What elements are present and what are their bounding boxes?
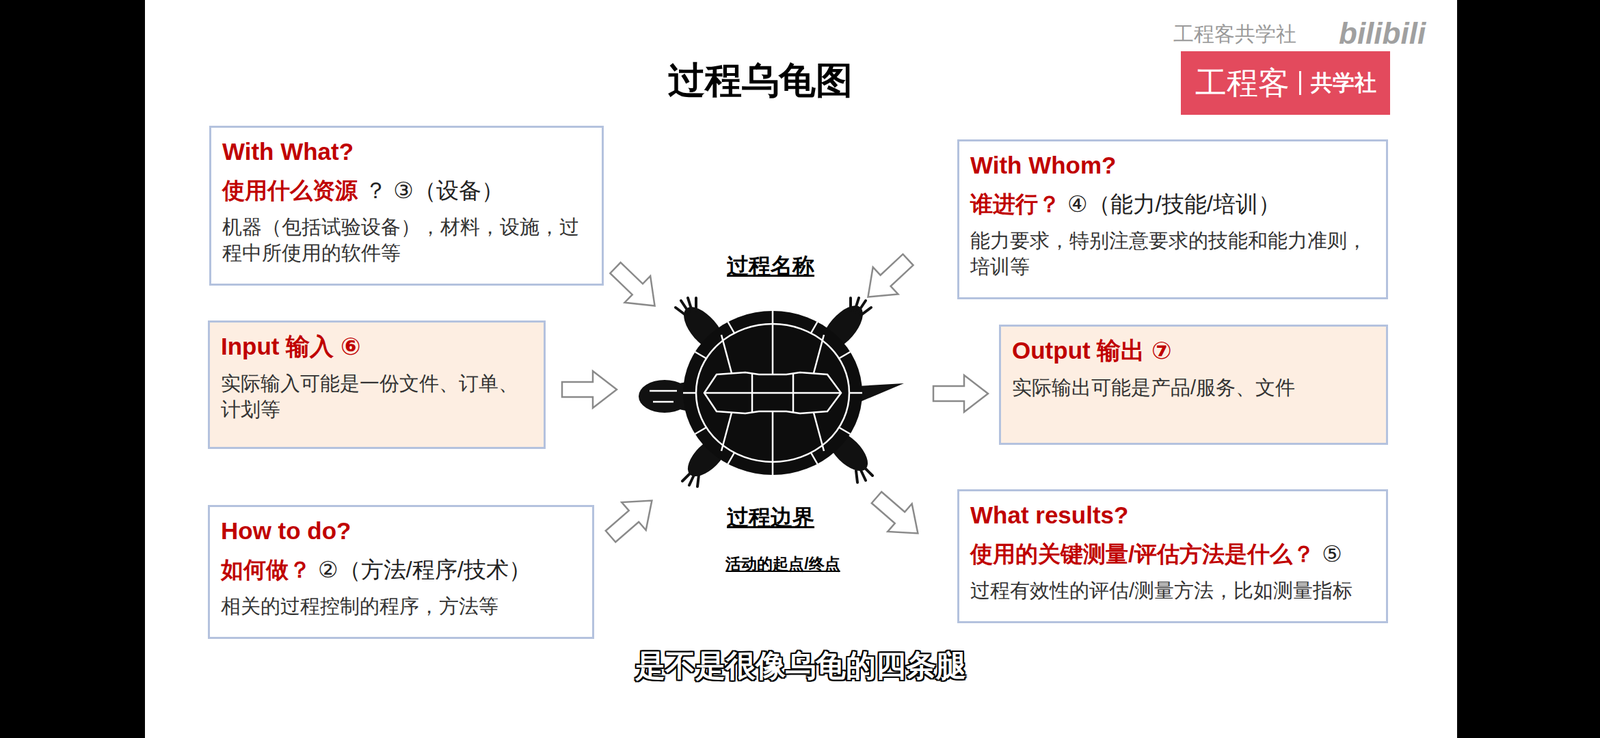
center-label: 过程名称	[726, 251, 815, 282]
box-text: 相关的过程控制的程序，方法等	[220, 595, 499, 618]
center-label: 过程边界	[726, 503, 815, 534]
box-text: 能力要求，特别注意要求的技能和能力准则，培训等	[970, 229, 1367, 278]
output-box: Output 输出 ⑦ 实际输出可能是产品/服务、文件	[998, 324, 1389, 446]
text-row: Input 输入 ⑥	[220, 330, 533, 363]
method-box: How to do? 如何做？②（方法/程序/技术） 相关的过程控制的程序，方法等	[207, 505, 595, 640]
video-subtitle: 是不是很像乌龟的四条腿	[635, 646, 967, 687]
box-text: ②（方法/程序/技术）	[317, 557, 532, 583]
text-row: 机器（包括试验设备），材料，设施，过程中所使用的软件等	[222, 214, 591, 267]
text-row: 使用的关键测量/评估方法是什么？⑤	[970, 539, 1376, 570]
box-text: ⑤	[1321, 541, 1343, 567]
box-text: 过程有效性的评估/测量方法，比如测量指标	[970, 579, 1353, 602]
measure-box: What results? 使用的关键测量/评估方法是什么？⑤ 过程有效性的评估/测…	[957, 489, 1389, 624]
box-text: Input 输入 ⑥	[220, 332, 362, 360]
block-arrow	[933, 375, 989, 413]
input-box: Input 输入 ⑥ 实际输入可能是一份文件、订单、计划等	[207, 320, 546, 450]
text-row: 过程有效性的评估/测量方法，比如测量指标	[970, 577, 1376, 604]
box-text: 谁进行？	[970, 191, 1061, 217]
box-text: 机器（包括试验设备），材料，设施，过程中所使用的软件等	[222, 216, 580, 264]
block-arrows	[562, 246, 989, 551]
text-row: 使用什么资源？ ③（设备）	[222, 175, 591, 206]
box-text: With Whom?	[970, 151, 1117, 179]
text-row: With What?	[222, 136, 591, 168]
text-row: 相关的过程控制的程序，方法等	[220, 593, 582, 620]
box-text: With What?	[222, 138, 354, 165]
box-text: 实际输入可能是一份文件、订单、计划等	[220, 372, 519, 421]
text-row: Output 输出 ⑦	[1011, 335, 1376, 367]
box-text: Output 输出 ⑦	[1011, 337, 1172, 364]
turtle	[638, 298, 904, 487]
block-arrow	[602, 255, 668, 320]
platform-logo: bilibili	[1338, 16, 1426, 51]
text-row: 工程客共学社	[1195, 65, 1377, 101]
box-text: 使用什么资源	[222, 177, 358, 204]
text-row: 实际输入可能是一份文件、订单、计划等	[220, 370, 533, 424]
box-text: 共学社	[1299, 71, 1377, 96]
box-text: 工程客	[1195, 65, 1290, 101]
text-row: How to do?	[220, 515, 582, 548]
text-row: 能力要求，特别注意要求的技能和能力准则，培训等	[970, 227, 1376, 281]
resource-box: With What? 使用什么资源？ ③（设备） 机器（包括试验设备），材料，设施，…	[209, 125, 604, 286]
box-text: 如何做？	[220, 557, 312, 583]
text-row: 如何做？②（方法/程序/技术）	[220, 555, 582, 586]
text-row: 实际输出可能是产品/服务、文件	[1011, 374, 1376, 401]
watermark: 工程客共学社	[1173, 20, 1297, 49]
box-text: What results?	[970, 501, 1129, 529]
box-text: How to do?	[220, 517, 352, 545]
box-text: 实际输出可能是产品/服务、文件	[1011, 376, 1296, 399]
text-row: What results?	[970, 499, 1376, 532]
block-arrow	[864, 484, 930, 548]
box-text: 使用的关键测量/评估方法是什么？	[970, 541, 1315, 567]
text-row: 谁进行？④（能力/技能/培训）	[970, 189, 1376, 220]
block-arrow	[598, 486, 664, 551]
people-box: With Whom? 谁进行？④（能力/技能/培训） 能力要求，特别注意要求的技能和…	[957, 139, 1389, 300]
box-text: ④（能力/技能/培训）	[1067, 191, 1281, 217]
block-arrow	[562, 371, 617, 409]
page-title: 过程乌龟图	[668, 56, 853, 106]
text-row: With Whom?	[970, 149, 1376, 182]
logo-badge: 工程客共学社	[1180, 51, 1391, 115]
box-text: ？ ③（设备）	[364, 177, 504, 204]
center-note: 活动的起点/终点	[725, 553, 840, 576]
